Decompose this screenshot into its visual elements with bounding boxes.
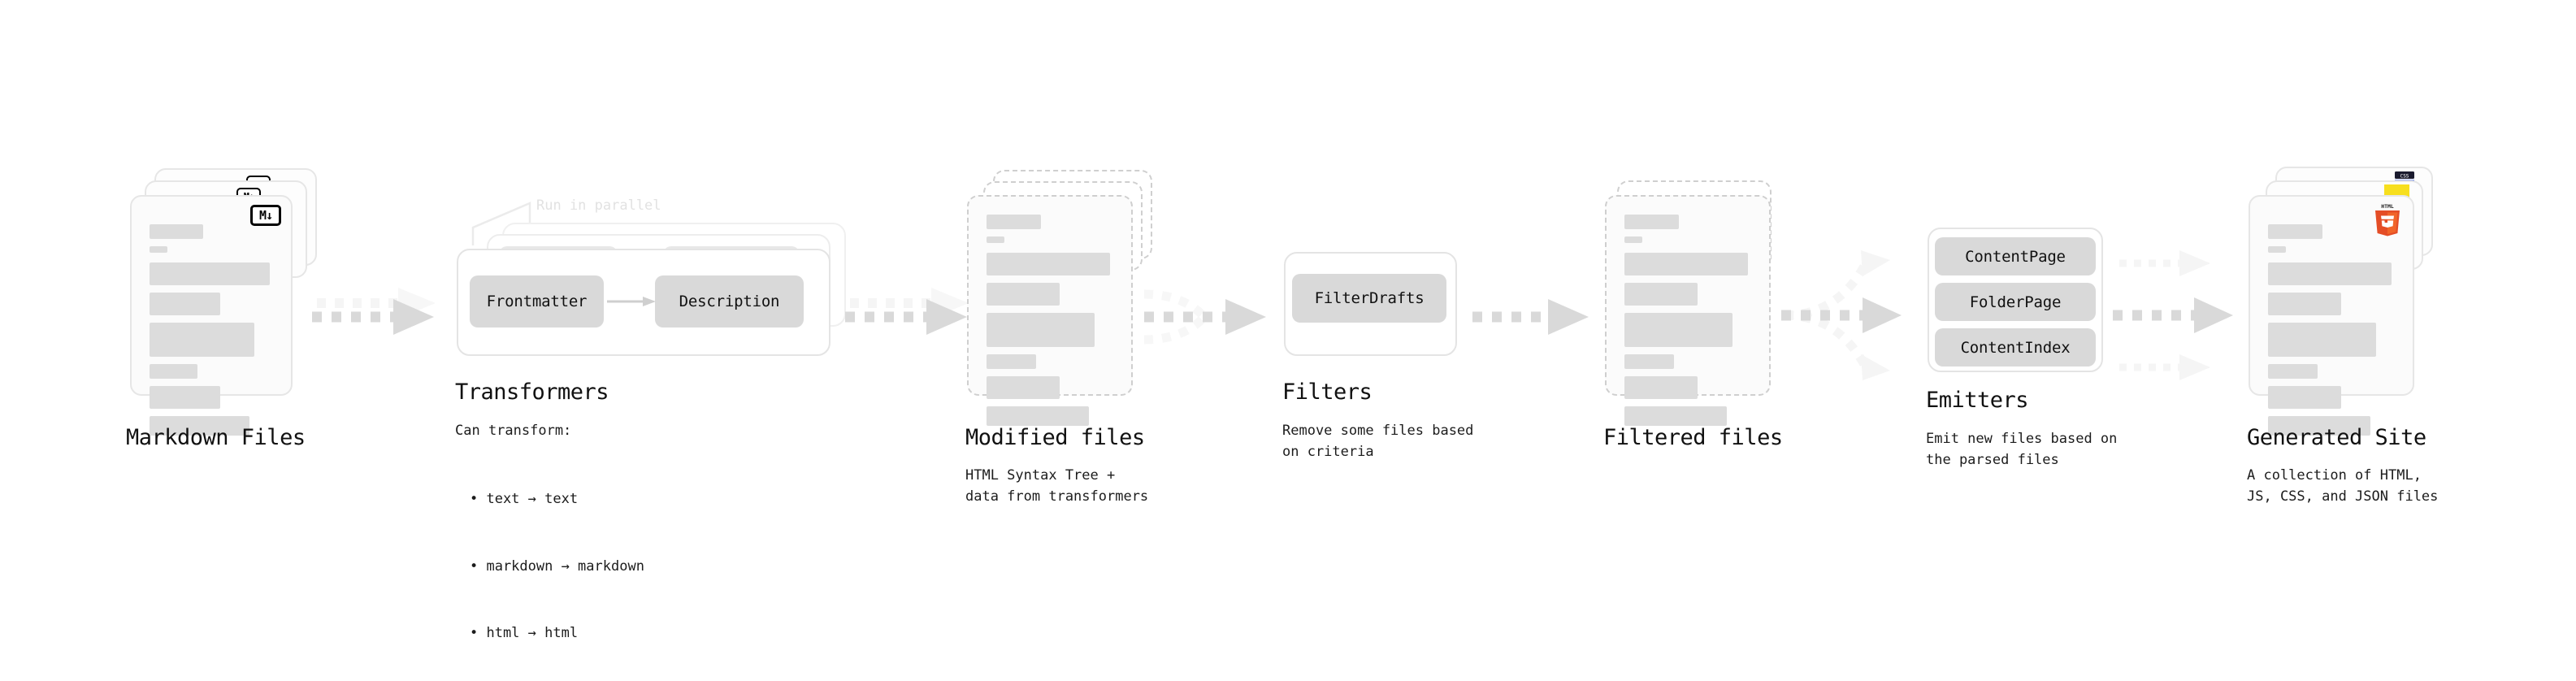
filter-pill-filterdrafts[interactable]: FilterDrafts <box>1292 274 1446 323</box>
markdown-logo-icon: M↓ <box>250 205 281 226</box>
stage-subtitle-generated-site: A collection of HTML, JS, CSS, and JSON … <box>2247 467 2439 505</box>
file-placeholder-lines <box>987 215 1117 433</box>
stage-title-generated-site: Generated Site <box>2247 425 2426 450</box>
stage-title-emitters: Emitters <box>1926 388 2029 413</box>
connector-modified-to-filters <box>1143 289 1266 345</box>
markdown-file-card-front: M↓ <box>130 195 293 436</box>
bullet-html-to-html: • html → html <box>470 625 579 642</box>
emitter-pill-contentindex[interactable]: ContentIndex <box>1935 328 2096 367</box>
connector-filters-to-filtered <box>1472 299 1589 335</box>
stage-title-modified-files: Modified files <box>965 425 1145 450</box>
stage-title-filters: Filters <box>1282 380 1373 405</box>
filtered-file-card-front <box>1605 195 1771 426</box>
stage-subtitle-transformers: Can transform: <box>455 423 572 439</box>
file-placeholder-lines <box>2268 224 2398 443</box>
transformer-pill-description[interactable]: Description <box>655 275 804 327</box>
bullet-text-to-text: • text → text <box>470 491 579 508</box>
connector-markdown-to-transformers <box>312 288 436 335</box>
bullet-markdown-to-markdown: • markdown → markdown <box>470 557 644 575</box>
modified-file-card-front <box>967 195 1133 426</box>
run-in-parallel-note: Run in parallel <box>536 197 661 214</box>
file-placeholder-lines <box>150 224 276 443</box>
stage-title-filtered-files: Filtered files <box>1603 425 1783 450</box>
transformer-pill-frontmatter[interactable]: Frontmatter <box>470 275 604 327</box>
stage-subtitle-filters: Remove some files based on criteria <box>1282 423 1474 461</box>
stage-title-transformers: Transformers <box>455 380 609 405</box>
file-placeholder-lines <box>1624 215 1754 433</box>
stage-subtitle-emitters: Emit new files based on the parsed files <box>1926 431 2118 469</box>
connector-filtered-to-emitters <box>1781 250 1902 380</box>
emitter-pill-folderpage[interactable]: FolderPage <box>1935 283 2096 321</box>
stage-subtitle-modified-files: HTML Syntax Tree + data from transformer… <box>965 467 1149 505</box>
generated-file-card-front <box>2249 195 2414 436</box>
stage-title-markdown-files: Markdown Files <box>126 425 306 450</box>
transformers-bullet-list: • text → text • markdown → markdown • ht… <box>470 444 644 681</box>
emitter-pill-contentpage[interactable]: ContentPage <box>1935 237 2096 275</box>
